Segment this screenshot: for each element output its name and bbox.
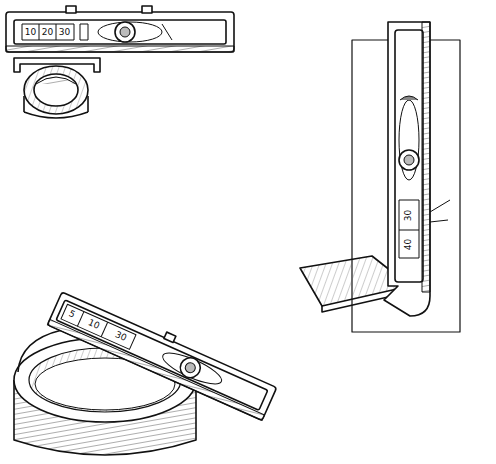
scale-number: 40 xyxy=(404,238,413,249)
level-on-board xyxy=(300,22,460,332)
scale-number: 20 xyxy=(42,28,53,37)
scale-number: 30 xyxy=(404,209,413,220)
level-on-large-pipe xyxy=(14,287,279,455)
scale-number: 30 xyxy=(59,28,70,37)
scale-number: 10 xyxy=(25,28,36,37)
level-on-pipe xyxy=(6,6,234,118)
